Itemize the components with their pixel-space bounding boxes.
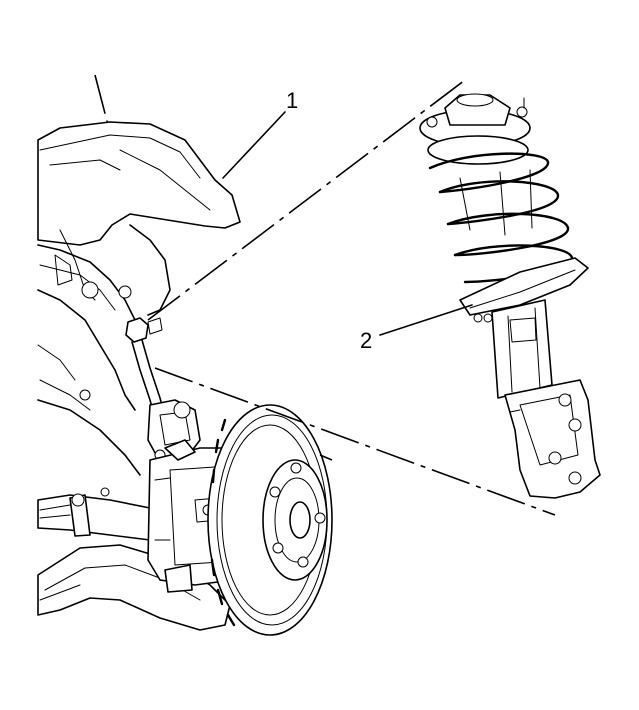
callout-2-leader — [379, 304, 473, 336]
callout-1-leader — [222, 111, 286, 179]
exploded-view-lines — [147, 79, 556, 516]
vehicle-body — [37, 74, 241, 476]
callout-1-label: 1 — [286, 88, 298, 113]
callout-2-label: 2 — [360, 328, 372, 353]
strut-assembly — [419, 93, 601, 499]
drive-shaft — [37, 487, 151, 541]
brake-rotor — [207, 404, 333, 636]
